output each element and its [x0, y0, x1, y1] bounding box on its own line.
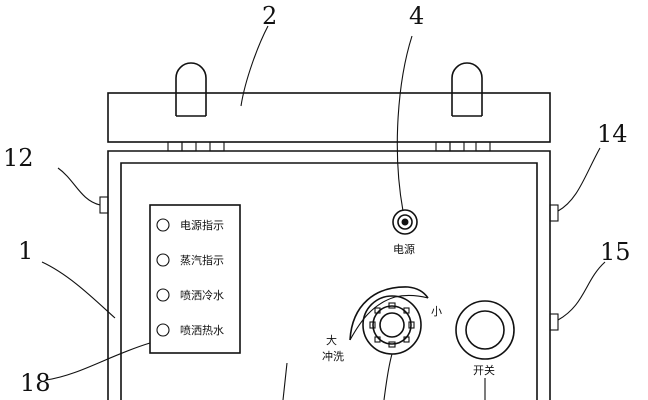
ref-number-2: 2 — [262, 2, 277, 30]
power-switch: 开关 — [455, 300, 515, 377]
indicator-panel-frame — [149, 204, 241, 354]
ref-number-18: 18 — [20, 369, 51, 397]
top-handle-assembly — [107, 62, 551, 152]
hinge-block — [435, 141, 451, 152]
indicator-label: 蒸汽指示 — [180, 253, 224, 267]
ref-number-12: 12 — [3, 144, 34, 172]
power-socket: 电源 — [392, 209, 418, 256]
flush-arc-inner — [349, 294, 429, 341]
leader-18 — [45, 342, 151, 381]
flush-small-label: 小 — [431, 305, 442, 318]
leader-lines — [41, 25, 606, 400]
ref-number-4: 4 — [409, 2, 424, 30]
flush-knob-notch — [369, 321, 376, 329]
body-line — [282, 362, 288, 400]
flush-knob-notch — [403, 336, 410, 343]
switch-label: 开关 — [473, 363, 495, 377]
left-handle-knob — [175, 62, 207, 93]
indicator-label: 电源指示 — [180, 218, 224, 232]
right-handle-stem — [451, 93, 483, 117]
main-body — [107, 150, 551, 400]
power-socket-inner — [397, 214, 413, 230]
indicator-lamp — [156, 288, 170, 302]
indicator-label: 喷洒冷水 — [180, 289, 224, 302]
flush-knob-notch — [388, 302, 396, 309]
hinge-block — [475, 141, 491, 152]
ref-number-14: 14 — [597, 120, 628, 148]
indicator-label: 喷洒热水 — [180, 324, 224, 337]
indicator-lamp — [156, 323, 170, 337]
leader-14 — [557, 147, 601, 212]
leader-4 — [396, 35, 413, 212]
flush-knob-center — [379, 312, 405, 338]
inner-panel — [120, 162, 538, 400]
top-bar — [107, 92, 551, 143]
flush-large-label-2: 冲洗 — [322, 349, 344, 363]
indicator-panel: 电源指示 蒸汽指示 喷洒冷水 喷洒热水 — [149, 204, 241, 354]
flush-knob-notch — [388, 341, 396, 348]
indicator-lamp — [156, 218, 170, 232]
flush-knob-notch — [403, 307, 410, 314]
hinge-block — [209, 141, 225, 152]
hinge-block — [167, 141, 183, 152]
left-handle-stem — [175, 93, 207, 116]
knob-leader — [383, 353, 393, 400]
ref-number-1: 1 — [18, 237, 33, 265]
flush-knob-notch — [374, 307, 381, 314]
flush-knob-notch — [408, 321, 415, 329]
leader-2 — [240, 25, 269, 107]
switch-outer — [455, 300, 515, 360]
leader-12 — [57, 167, 101, 206]
flush-large-label: 大 — [326, 333, 337, 347]
switch-inner — [465, 310, 505, 350]
leader-15 — [557, 261, 606, 321]
right-handle-knob — [451, 62, 483, 93]
flush-arc-outer — [349, 286, 429, 341]
left-fitting-12 — [99, 196, 109, 214]
hinge-block — [449, 141, 465, 152]
power-socket-label: 电源 — [393, 242, 415, 256]
right-fitting-14 — [549, 204, 559, 222]
flush-knob: 大 冲洗 小 — [322, 286, 442, 363]
outer-housing — [107, 150, 551, 400]
power-socket-pin — [401, 218, 409, 226]
indicator-lamp — [156, 253, 170, 267]
leader-1 — [41, 261, 116, 319]
flush-knob-ring — [372, 305, 412, 345]
hinge-block — [181, 141, 197, 152]
flush-knob-notch — [374, 336, 381, 343]
ref-number-15: 15 — [600, 238, 631, 266]
power-socket-ring — [392, 209, 418, 235]
flush-knob-outer — [362, 295, 422, 355]
right-fitting-15 — [549, 313, 559, 331]
